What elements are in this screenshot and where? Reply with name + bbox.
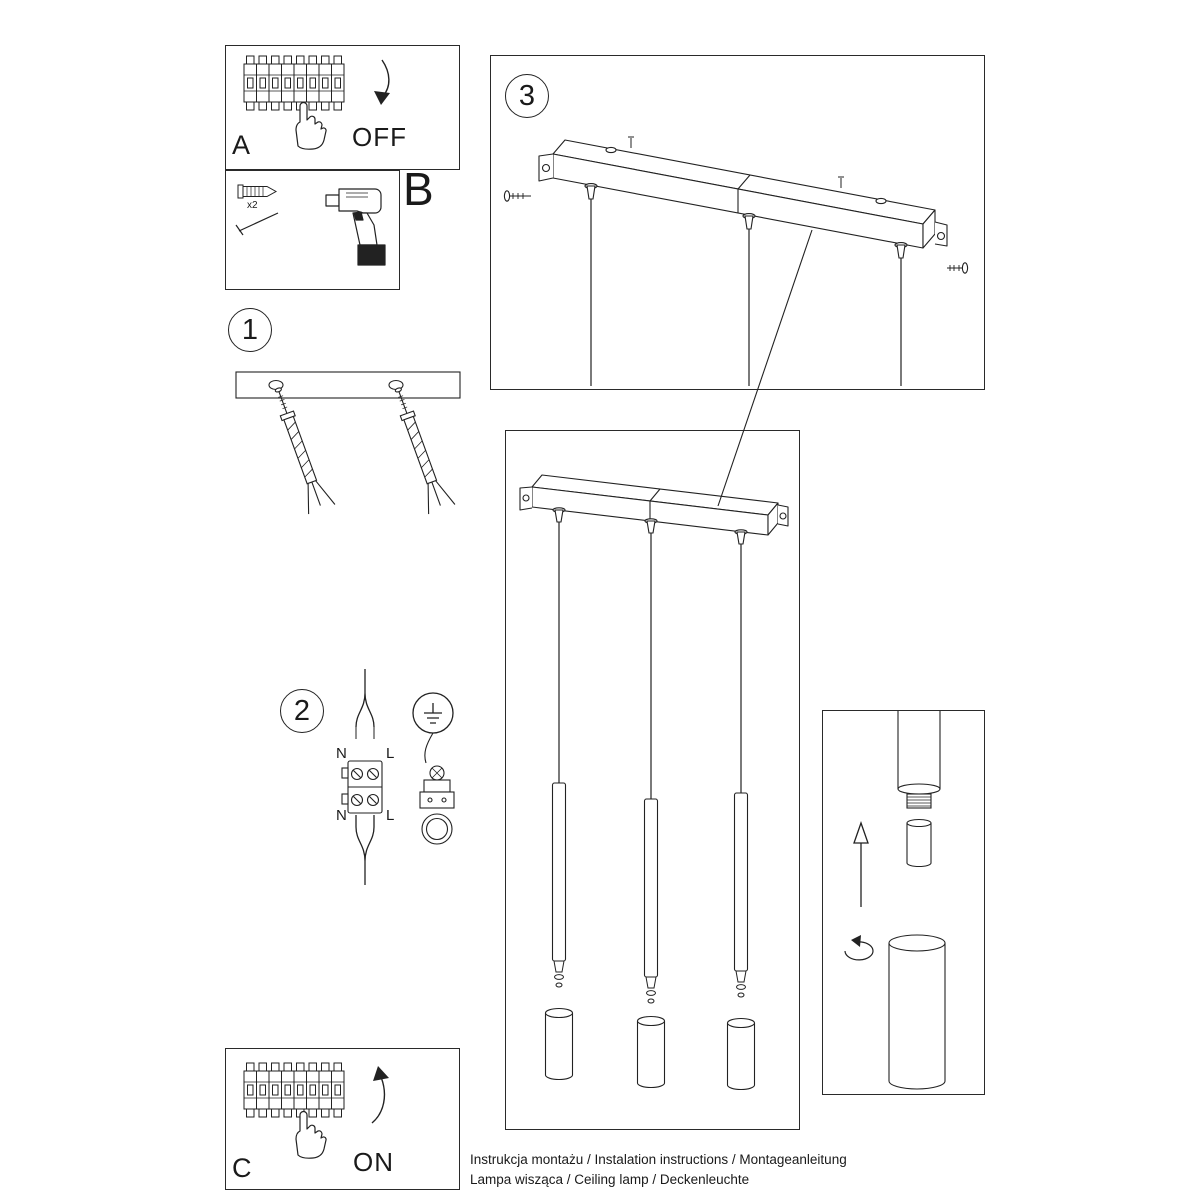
- pendant-cables: [558, 522, 742, 799]
- step-3-number: 3: [518, 79, 536, 112]
- anchor-screw-icon: [264, 382, 336, 515]
- footer-line-1: Instrukcja montażu / Instalation instruc…: [470, 1152, 847, 1167]
- tools-illustration: [235, 184, 386, 266]
- breaker-on-illustration: [243, 1062, 389, 1159]
- ceiling-rail-illustration: [519, 474, 789, 545]
- cable-clamp-icon: [419, 765, 455, 845]
- panel-assembled-lamp: [505, 430, 800, 1130]
- circuit-breaker-icon: [243, 1062, 345, 1118]
- socket-cylinder-icon: [906, 823, 932, 868]
- fixing-screw-icon: [503, 190, 969, 274]
- footer-captions: Instrukcja montażu / Instalation instruc…: [470, 1150, 847, 1190]
- on-arrow-icon: [371, 1066, 389, 1124]
- rotate-arrow-icon: [844, 935, 874, 961]
- terminal-block-icon: [341, 760, 383, 814]
- switch-state-off: OFF: [352, 122, 407, 152]
- pendant-tube-icon: [551, 782, 749, 978]
- mounting-plate-illustration: [235, 371, 461, 515]
- panel-c: C ON: [225, 1048, 460, 1190]
- earth-symbol-icon: [412, 692, 454, 734]
- cord-grip-icon: [584, 183, 908, 259]
- bulb-socket-icon: [553, 960, 747, 1004]
- screw-icon: [235, 212, 279, 236]
- wall-plug-icon: [237, 184, 278, 199]
- step-2-number: 2: [293, 694, 311, 727]
- earth-wire: [424, 732, 434, 764]
- wire-label-n-bottom: N: [336, 807, 347, 824]
- threaded-neck-icon: [906, 793, 932, 809]
- switch-state-on: ON: [353, 1147, 394, 1177]
- circuit-breaker-icon: [243, 55, 345, 111]
- step-c-label: C: [232, 1153, 252, 1183]
- step-1-badge: 1: [228, 308, 272, 352]
- up-arrow-icon: [853, 821, 869, 907]
- step-1-number: 1: [241, 313, 259, 346]
- mounting-rail-illustration: [503, 136, 969, 386]
- panel-a: A OFF: [225, 45, 460, 170]
- wire-label-l-bottom: L: [386, 807, 395, 824]
- panel-b: x2: [225, 170, 400, 290]
- breaker-off-illustration: [243, 55, 390, 150]
- step-3-badge: 3: [505, 74, 549, 118]
- drill-icon: [325, 188, 386, 266]
- wire-label-l-top: L: [386, 745, 395, 762]
- step-1-drawing: [228, 362, 478, 557]
- step-2-drawing: 2: [268, 665, 488, 905]
- tube-bottom-rim: [897, 783, 941, 795]
- wire-label-n-top: N: [336, 745, 347, 762]
- panel-step-3: 3: [490, 55, 985, 390]
- step-a-label: A: [232, 130, 251, 160]
- panel-shade-detail: [822, 710, 985, 1095]
- footer-line-2: Lampa wisząca / Ceiling lamp / Deckenleu…: [470, 1172, 750, 1187]
- shade-cylinder-large-icon: [888, 934, 946, 1090]
- step-2-badge: 2: [280, 689, 324, 733]
- anchor-qty-label: x2: [247, 200, 258, 211]
- wiring-illustration: [341, 669, 455, 885]
- pendant-lamp-illustration: [519, 474, 789, 1091]
- shade-cylinder-icon: [544, 1007, 756, 1091]
- power-wire-illustration: [355, 669, 375, 885]
- shade-assembly-illustration: [844, 711, 946, 1090]
- hand-icon: [295, 1110, 327, 1159]
- off-arrow-icon: [374, 59, 390, 105]
- anchor-screw-icon: [384, 382, 456, 515]
- step-b-label: B: [403, 163, 434, 215]
